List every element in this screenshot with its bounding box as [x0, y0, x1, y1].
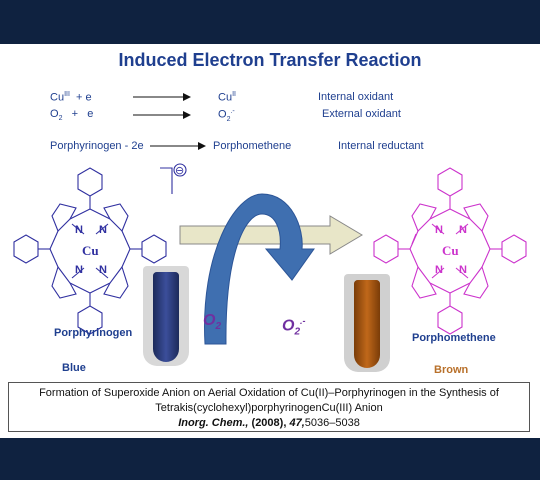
porphomethene-structure [373, 167, 527, 335]
o2-in-label: O2 [203, 312, 222, 333]
slide: Induced Electron Transfer Reaction CuIII… [0, 44, 540, 438]
left-n-atom-1: N [75, 224, 83, 236]
citation-line: Inorg. Chem., (2008), 47,5036–5038 [9, 416, 529, 431]
right-metal: Cu [442, 243, 459, 258]
curved-o2-arrow [204, 193, 315, 345]
porphomethene-label: Porphomethene [412, 332, 496, 344]
left-metal: Cu [82, 243, 99, 258]
eq2-role: External oxidant [322, 108, 401, 120]
o2-out-label: O2.- [282, 316, 306, 338]
eq3-role: Internal reductant [338, 140, 424, 152]
volume: 47, [289, 417, 305, 429]
porphyrinogen-label: Porphyrinogen [54, 327, 133, 339]
eq1-right: CuII [218, 91, 236, 104]
right-n-atom-3: N [435, 264, 443, 276]
eq3-right: Porphomethene [213, 140, 292, 152]
brown-label: Brown [434, 364, 469, 376]
right-n-atom-4: N [459, 264, 467, 276]
left-n-atom-4: N [99, 264, 107, 276]
brown-solution [354, 280, 380, 368]
diagram-canvas: N N N N Cu ⊖ [13, 93, 527, 345]
left-n-atom-2: N [99, 224, 107, 236]
blue-label: Blue [62, 362, 86, 374]
caption-line-1: Formation of Superoxide Anion on Aerial … [39, 387, 499, 399]
porphyrinogen-structure [13, 163, 187, 335]
eq1-role: Internal oxidant [318, 91, 394, 103]
right-n-atom-1: N [435, 224, 443, 236]
left-n-atom-3: N [75, 264, 83, 276]
pages: 5036–5038 [304, 417, 360, 429]
reaction-arrow [179, 215, 363, 255]
journal-name: Inorg. Chem., [178, 417, 249, 429]
eq3-left: Porphyrinogen - 2e [50, 140, 144, 152]
caption-line-2: Tetrakis(cyclohexyl)porphyrinogenCu(III)… [155, 402, 383, 414]
blue-solution [153, 272, 179, 362]
eq2-left: O2 + e [50, 108, 94, 123]
charge-symbol: ⊖ [175, 164, 184, 177]
citation-box: Formation of Superoxide Anion on Aerial … [8, 382, 530, 432]
eq1-left: CuIII + e [50, 91, 92, 104]
pub-year: (2008), [251, 417, 287, 429]
right-n-atom-2: N [459, 224, 467, 236]
eq2-right: O2.- [218, 108, 235, 123]
slide-title: Induced Electron Transfer Reaction [118, 50, 422, 70]
